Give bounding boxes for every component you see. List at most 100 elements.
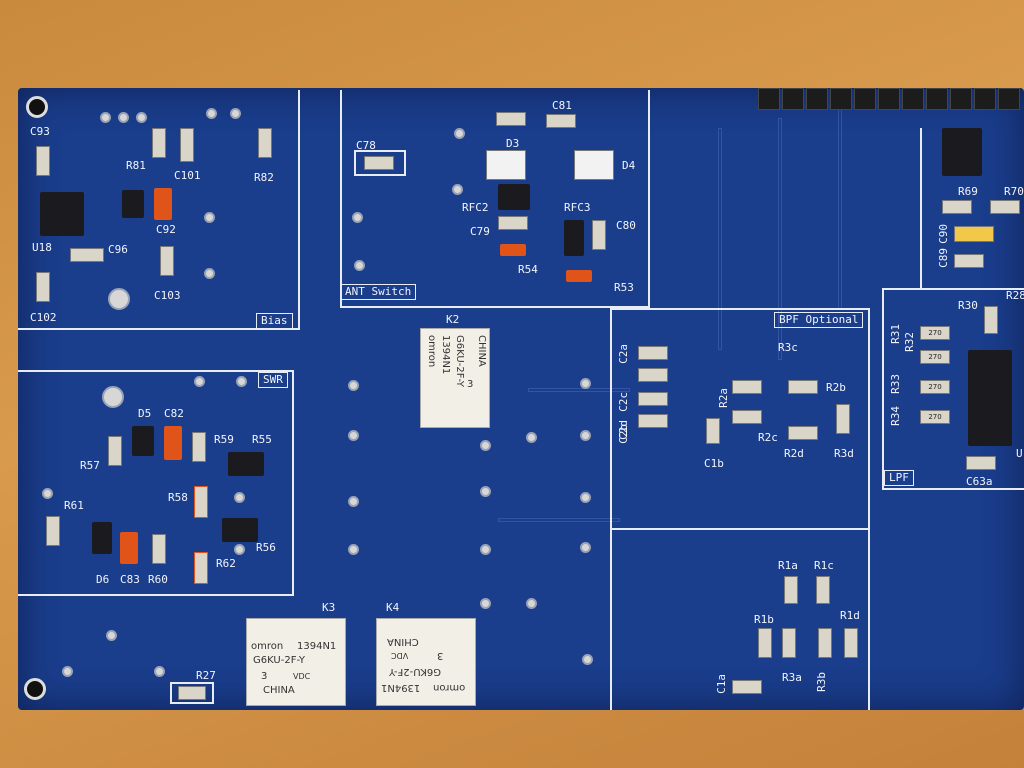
trace xyxy=(498,518,620,522)
ref-c2a: C2a xyxy=(617,344,630,364)
relay-brand: omron xyxy=(251,641,284,652)
ref-r69: R69 xyxy=(958,185,978,198)
via xyxy=(234,544,245,555)
resistor xyxy=(192,432,206,462)
capacitor xyxy=(160,246,174,276)
relay-origin: CHINA xyxy=(387,636,419,647)
ref-c93: C93 xyxy=(30,125,50,138)
relay-vdc: VDC xyxy=(391,651,409,660)
ref-r2a: R2a xyxy=(717,388,730,408)
resistor xyxy=(844,628,858,658)
trace xyxy=(778,118,782,360)
ref-c2d: C2d xyxy=(617,420,630,440)
resistor xyxy=(784,576,798,604)
ref-r53: R53 xyxy=(614,281,634,294)
silk-line xyxy=(18,370,293,372)
resistor xyxy=(758,628,772,658)
via xyxy=(118,112,129,123)
resistor xyxy=(942,200,972,214)
diode xyxy=(92,522,112,554)
transformer xyxy=(942,128,982,176)
ref-r82: R82 xyxy=(254,171,274,184)
resistor xyxy=(732,380,762,394)
silk-line xyxy=(610,308,612,710)
silk-line xyxy=(298,90,300,330)
ref-c92: C92 xyxy=(156,223,176,236)
diode xyxy=(132,426,154,456)
ref-d6: D6 xyxy=(96,573,110,586)
relay-vdc: VDC xyxy=(293,672,311,681)
ref-k3: K3 xyxy=(322,601,336,614)
relay-model: G6KU-2F-Y xyxy=(389,666,441,677)
silk-line xyxy=(292,370,294,596)
resistor xyxy=(732,410,762,424)
via xyxy=(204,268,215,279)
ref-r59: R59 xyxy=(214,433,234,446)
ref-r3b: R3b xyxy=(815,672,828,692)
resistor xyxy=(836,404,850,434)
capacitor xyxy=(706,418,720,444)
pin-header xyxy=(758,88,1024,112)
lpf-frame xyxy=(882,288,1024,490)
capacitor xyxy=(496,112,526,126)
resistor xyxy=(984,306,998,334)
ic-chip xyxy=(40,192,84,236)
relay-volt: 3 xyxy=(261,671,268,682)
ref-r60: R60 xyxy=(148,573,168,586)
ref-c102: C102 xyxy=(30,311,57,324)
resistor xyxy=(70,248,104,262)
ref-rfc2: RFC2 xyxy=(462,201,489,214)
capacitor xyxy=(954,254,984,268)
silk-line xyxy=(612,528,868,530)
ref-r1a: R1a xyxy=(778,559,798,572)
section-label-lpf: LPF xyxy=(884,470,914,486)
via xyxy=(580,492,591,503)
capacitor xyxy=(36,272,50,302)
silk-line xyxy=(340,306,650,308)
ref-r2b: R2b xyxy=(826,381,846,394)
resistor xyxy=(788,380,818,394)
ref-r3c: R3c xyxy=(778,341,798,354)
via xyxy=(236,376,247,387)
resistor-270: 270 xyxy=(920,380,950,394)
ref-r34: R34 xyxy=(889,406,902,426)
capacitor xyxy=(36,146,50,176)
capacitor xyxy=(546,114,576,128)
capacitor xyxy=(364,156,394,170)
via xyxy=(106,630,117,641)
ref-c1a: C1a xyxy=(715,674,728,694)
ref-r2c: R2c xyxy=(758,431,778,444)
ref-r1c: R1c xyxy=(814,559,834,572)
resistor xyxy=(194,552,208,584)
resistor xyxy=(818,628,832,658)
ref-r1b: R1b xyxy=(754,613,774,626)
ref-r27: R27 xyxy=(196,669,216,682)
resistor xyxy=(788,426,818,440)
trace xyxy=(838,108,842,310)
capacitor xyxy=(592,220,606,250)
via xyxy=(206,108,217,119)
resistor xyxy=(152,534,166,564)
via xyxy=(582,654,593,665)
ref-c103: C103 xyxy=(154,289,181,302)
via xyxy=(348,496,359,507)
ref-r70: R70 xyxy=(1004,185,1024,198)
via xyxy=(580,378,591,389)
ref-c81: C81 xyxy=(552,99,572,112)
via xyxy=(42,488,53,499)
resistor xyxy=(990,200,1020,214)
ref-k4: K4 xyxy=(386,601,400,614)
ref-r62: R62 xyxy=(216,557,236,570)
relay-k3: omron 1394N1 G6KU-2F-Y 3 VDC CHINA xyxy=(246,618,346,706)
tantalum-capacitor xyxy=(154,188,172,220)
inductor xyxy=(228,452,264,476)
section-label-swr: SWR xyxy=(258,372,288,388)
resistor xyxy=(782,628,796,658)
ref-c1b: C1b xyxy=(704,457,724,470)
ref-r1d: R1d xyxy=(840,609,860,622)
resistor xyxy=(152,128,166,158)
resistor-270: 270 xyxy=(920,410,950,424)
relay-code: 1394N1 xyxy=(297,641,337,652)
via xyxy=(354,260,365,271)
resistor xyxy=(258,128,272,158)
